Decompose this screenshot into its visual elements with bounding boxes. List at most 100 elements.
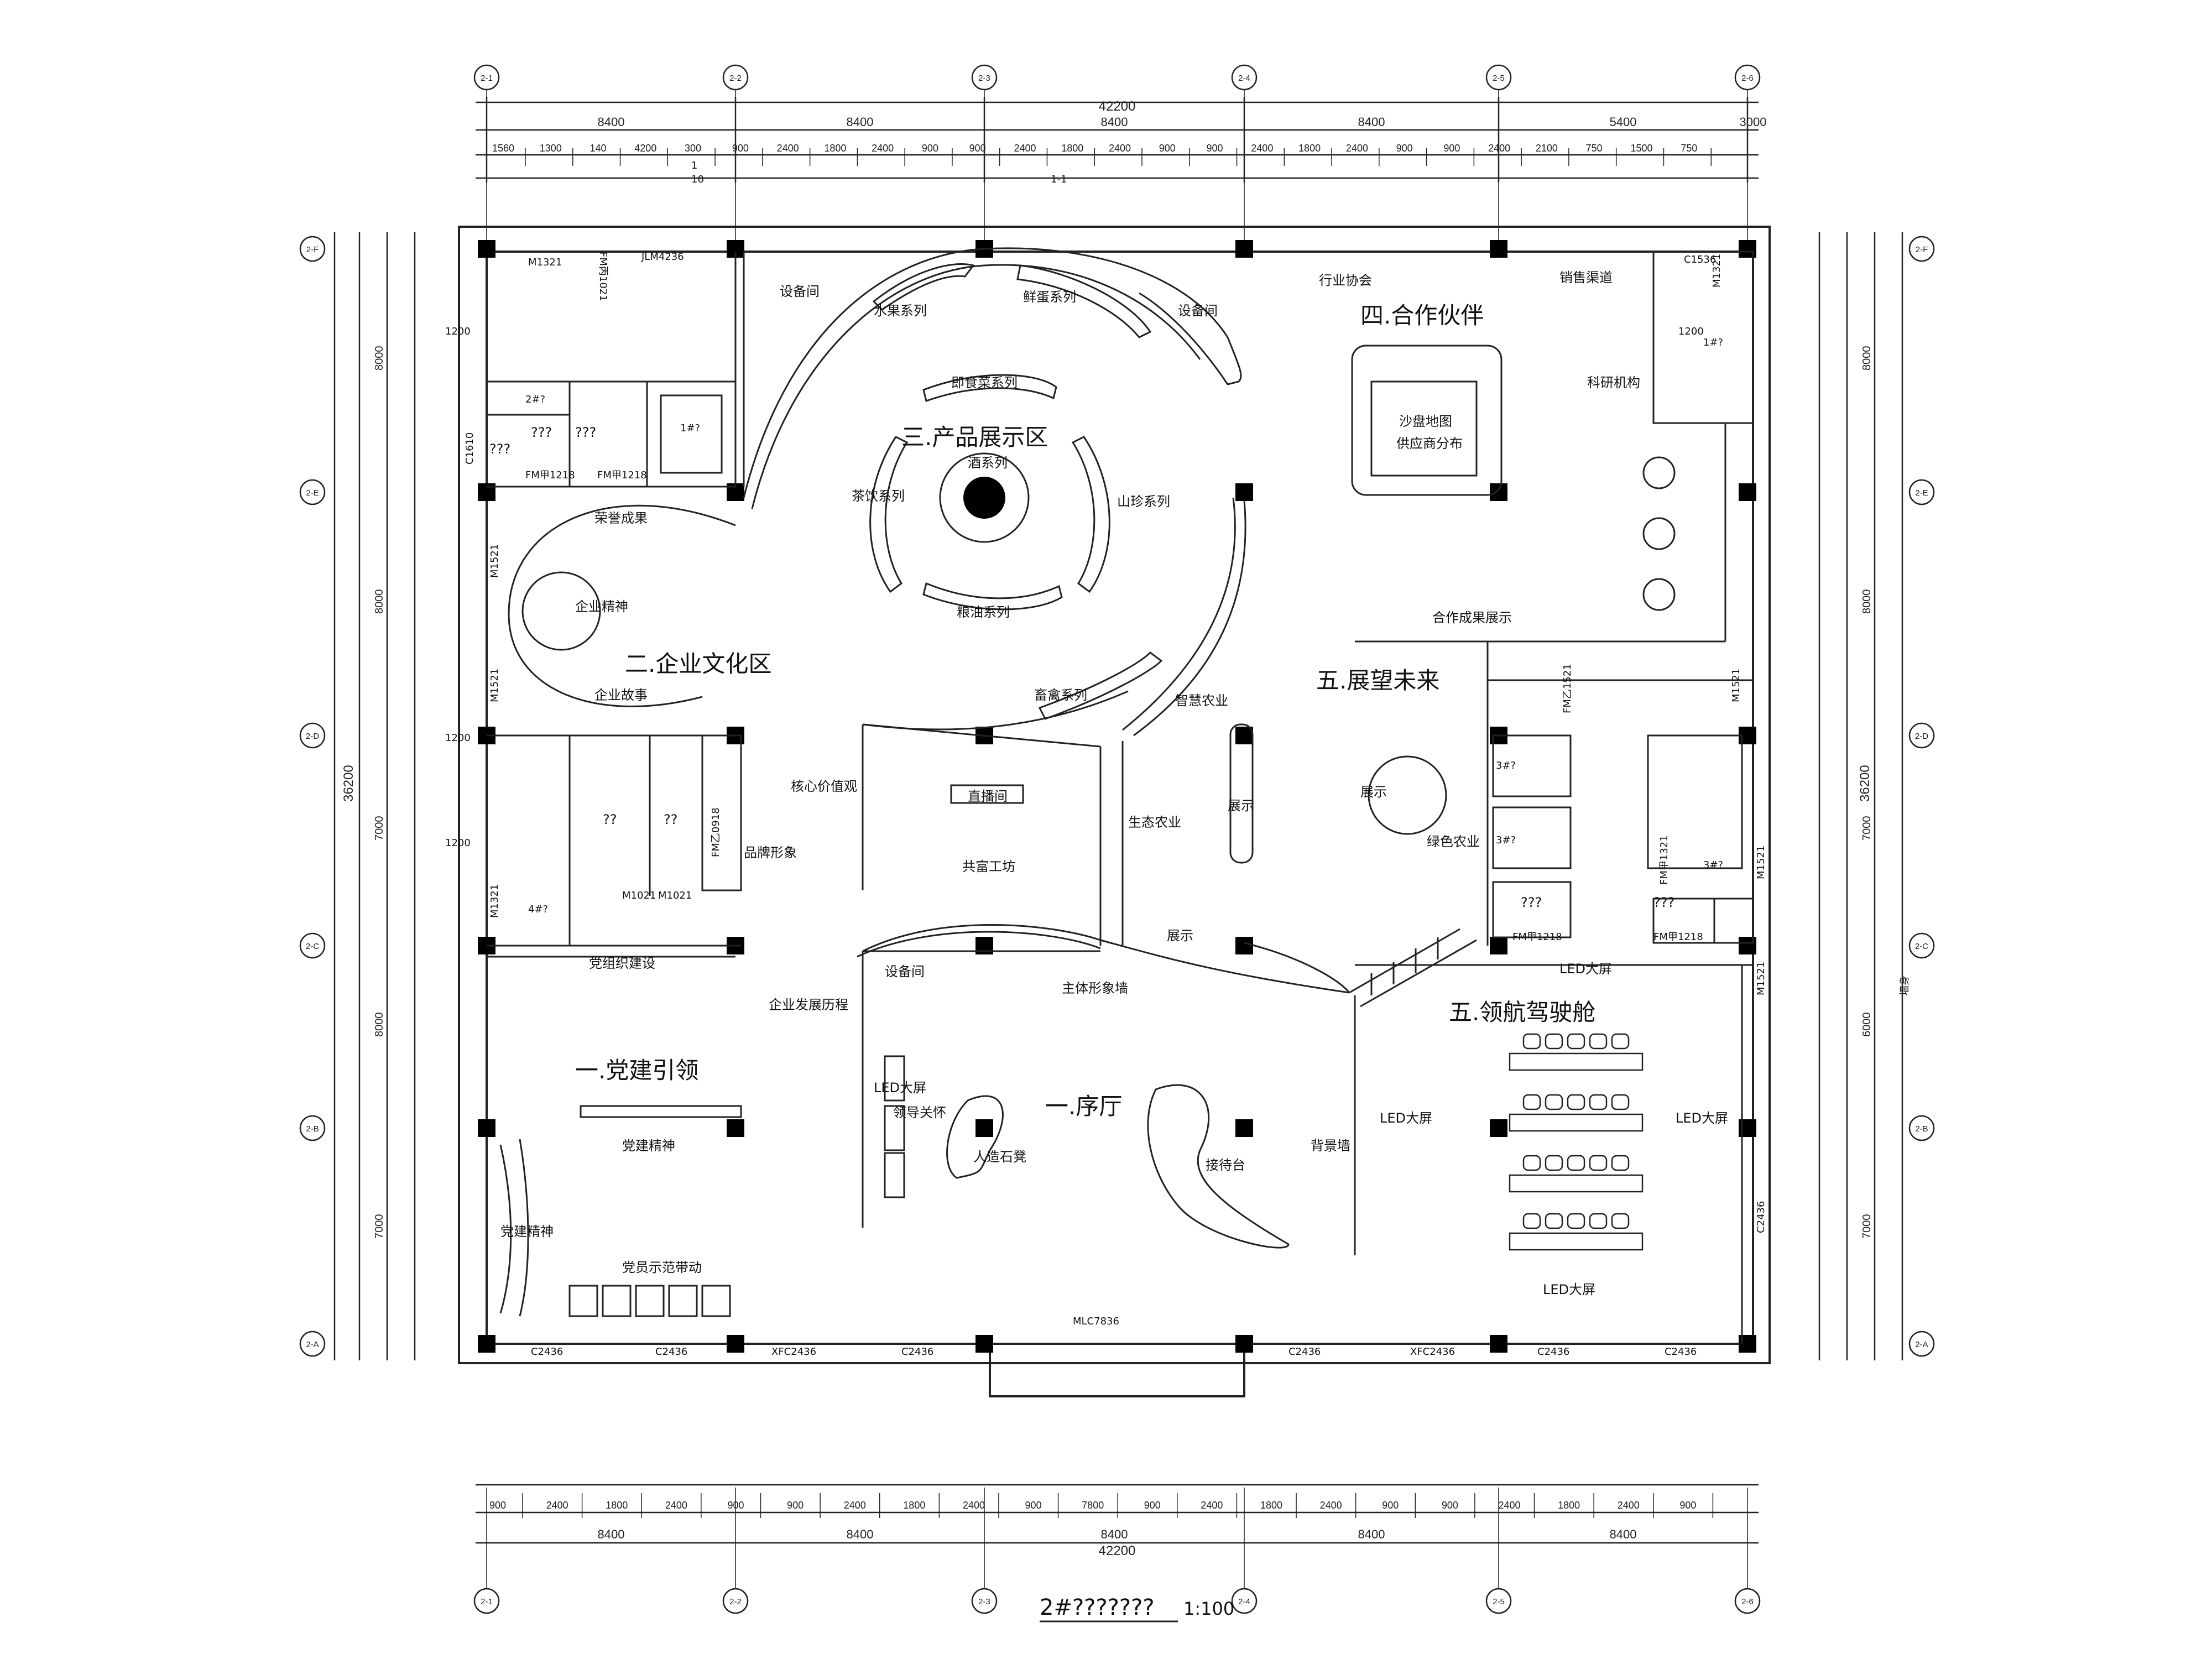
door-window-tag: FM丙1021: [597, 252, 609, 301]
axis-bubble: [1908, 932, 1935, 959]
detail-dim: 900: [787, 1500, 804, 1511]
axis-bubble: [1908, 722, 1935, 749]
column: [478, 1335, 495, 1353]
axis-label: 2-E: [1915, 488, 1928, 498]
room-label: ???: [575, 425, 596, 440]
zone-partners: 四.合作伙伴: [1360, 302, 1484, 329]
seat: [1545, 1094, 1563, 1110]
column: [1490, 1335, 1507, 1353]
bay-dim: 7000: [373, 816, 385, 841]
room-label: ???: [1521, 895, 1542, 910]
axis-label: 2-6: [1741, 74, 1754, 83]
zone-product-display: 三.产品展示区: [901, 424, 1048, 451]
detail-dim: 750: [1586, 143, 1603, 154]
axis-label: 2-F: [1916, 245, 1928, 254]
detail-dim: 900: [1679, 1500, 1696, 1511]
room-label: 设备间: [780, 284, 820, 299]
room-label: ???: [531, 425, 552, 440]
axis-label: 2-1: [481, 1597, 493, 1606]
room-label: 党组织建设: [589, 956, 655, 971]
room-label: 品牌形象: [744, 845, 797, 860]
room-label: LED大屏: [1380, 1110, 1432, 1126]
axis-label: 2-3: [978, 74, 990, 83]
column: [478, 1119, 495, 1137]
door-window-tag: 1200: [1678, 326, 1704, 337]
axis-bubble: [1908, 1331, 1935, 1357]
column: [1235, 240, 1253, 258]
column: [1235, 483, 1253, 501]
door-window-tag: MLC7836: [1073, 1316, 1119, 1327]
axis-label: 2-2: [729, 74, 742, 83]
room-label: LED大屏: [874, 1080, 926, 1095]
detail-dim: 1800: [1558, 1500, 1580, 1511]
column: [975, 1119, 993, 1137]
detail-dim: 900: [1159, 143, 1176, 154]
zone-cockpit: 五.领航驾驶舱: [1449, 999, 1595, 1026]
bay-dim: 5400: [1610, 115, 1637, 129]
seat: [1545, 1155, 1563, 1171]
seat: [1611, 1033, 1630, 1050]
axis-bubble: [1908, 1115, 1935, 1141]
seat: [1522, 1213, 1541, 1229]
room-label: ??: [603, 812, 617, 827]
door-window-tag: 1: [691, 160, 697, 171]
door-window-tag: FM甲1218: [1512, 931, 1562, 943]
seat: [1589, 1155, 1608, 1171]
door-window-tag: M1021: [622, 890, 656, 901]
door-window-tag: C1610: [464, 432, 476, 465]
axis-label: 2-5: [1493, 1597, 1505, 1606]
central-display-dot: [963, 477, 1005, 519]
desk-row: [1509, 1113, 1644, 1132]
axis-bubble: [299, 1115, 326, 1141]
room-label: 企业发展历程: [769, 997, 848, 1013]
door-window-tag: 1200: [445, 326, 471, 337]
seat: [1567, 1033, 1585, 1050]
room-label: 酒系列: [968, 455, 1008, 471]
desk-row: [1509, 1174, 1644, 1193]
exterior-walls: [458, 226, 1771, 1397]
cockpit-seating: [1509, 1033, 1644, 1251]
column: [1739, 483, 1756, 501]
room-label: ??: [664, 812, 677, 827]
detail-dim: 1800: [606, 1500, 628, 1511]
detail-dim: 900: [1443, 143, 1460, 154]
door-window-tag: FM甲1321: [1658, 835, 1670, 885]
interior-walls: [487, 251, 1754, 1344]
room-label: 领导关怀: [893, 1105, 946, 1120]
seat: [1522, 1155, 1541, 1171]
axis-label: 2-1: [481, 74, 493, 83]
detail-dim: 2400: [1499, 1500, 1521, 1511]
column: [1235, 727, 1253, 744]
room-label: 党建精神: [500, 1224, 554, 1239]
detail-dim: 2400: [844, 1500, 866, 1511]
desk-row: [1509, 1052, 1644, 1071]
zone-corporate-culture: 二.企业文化区: [625, 650, 771, 677]
detail-dim: 900: [1207, 143, 1223, 154]
left-total-dim: 36200: [341, 765, 356, 802]
detail-dim: 900: [1442, 1500, 1458, 1511]
room-label: 直播间: [968, 789, 1008, 804]
axis-label: 2-C: [306, 942, 319, 951]
detail-dim: 900: [489, 1500, 506, 1511]
room-label: 行业协会: [1319, 273, 1372, 288]
seat: [1522, 1033, 1541, 1050]
party-member-boards: [568, 1285, 731, 1317]
bay-dim: 8400: [847, 115, 874, 129]
room-label: 设备间: [1178, 303, 1218, 319]
room-label: 展示: [1360, 784, 1387, 800]
seat: [1522, 1094, 1541, 1110]
seat: [1611, 1213, 1630, 1229]
bay-dim: 7000: [373, 1214, 385, 1239]
room-label: 党建精神: [622, 1138, 675, 1154]
bay-dim: 3000: [1740, 115, 1767, 129]
room-label: 企业精神: [575, 599, 628, 614]
room-label: 供应商分布: [1396, 436, 1463, 451]
room-label: 党员示范带动: [622, 1260, 702, 1275]
axis-bubble: [299, 479, 326, 505]
detail-dim: 2400: [872, 143, 894, 154]
room-label: 人造石凳: [973, 1149, 1026, 1165]
bay-dim: 8400: [1358, 1527, 1385, 1541]
room-label: LED大屏: [1543, 1282, 1595, 1297]
